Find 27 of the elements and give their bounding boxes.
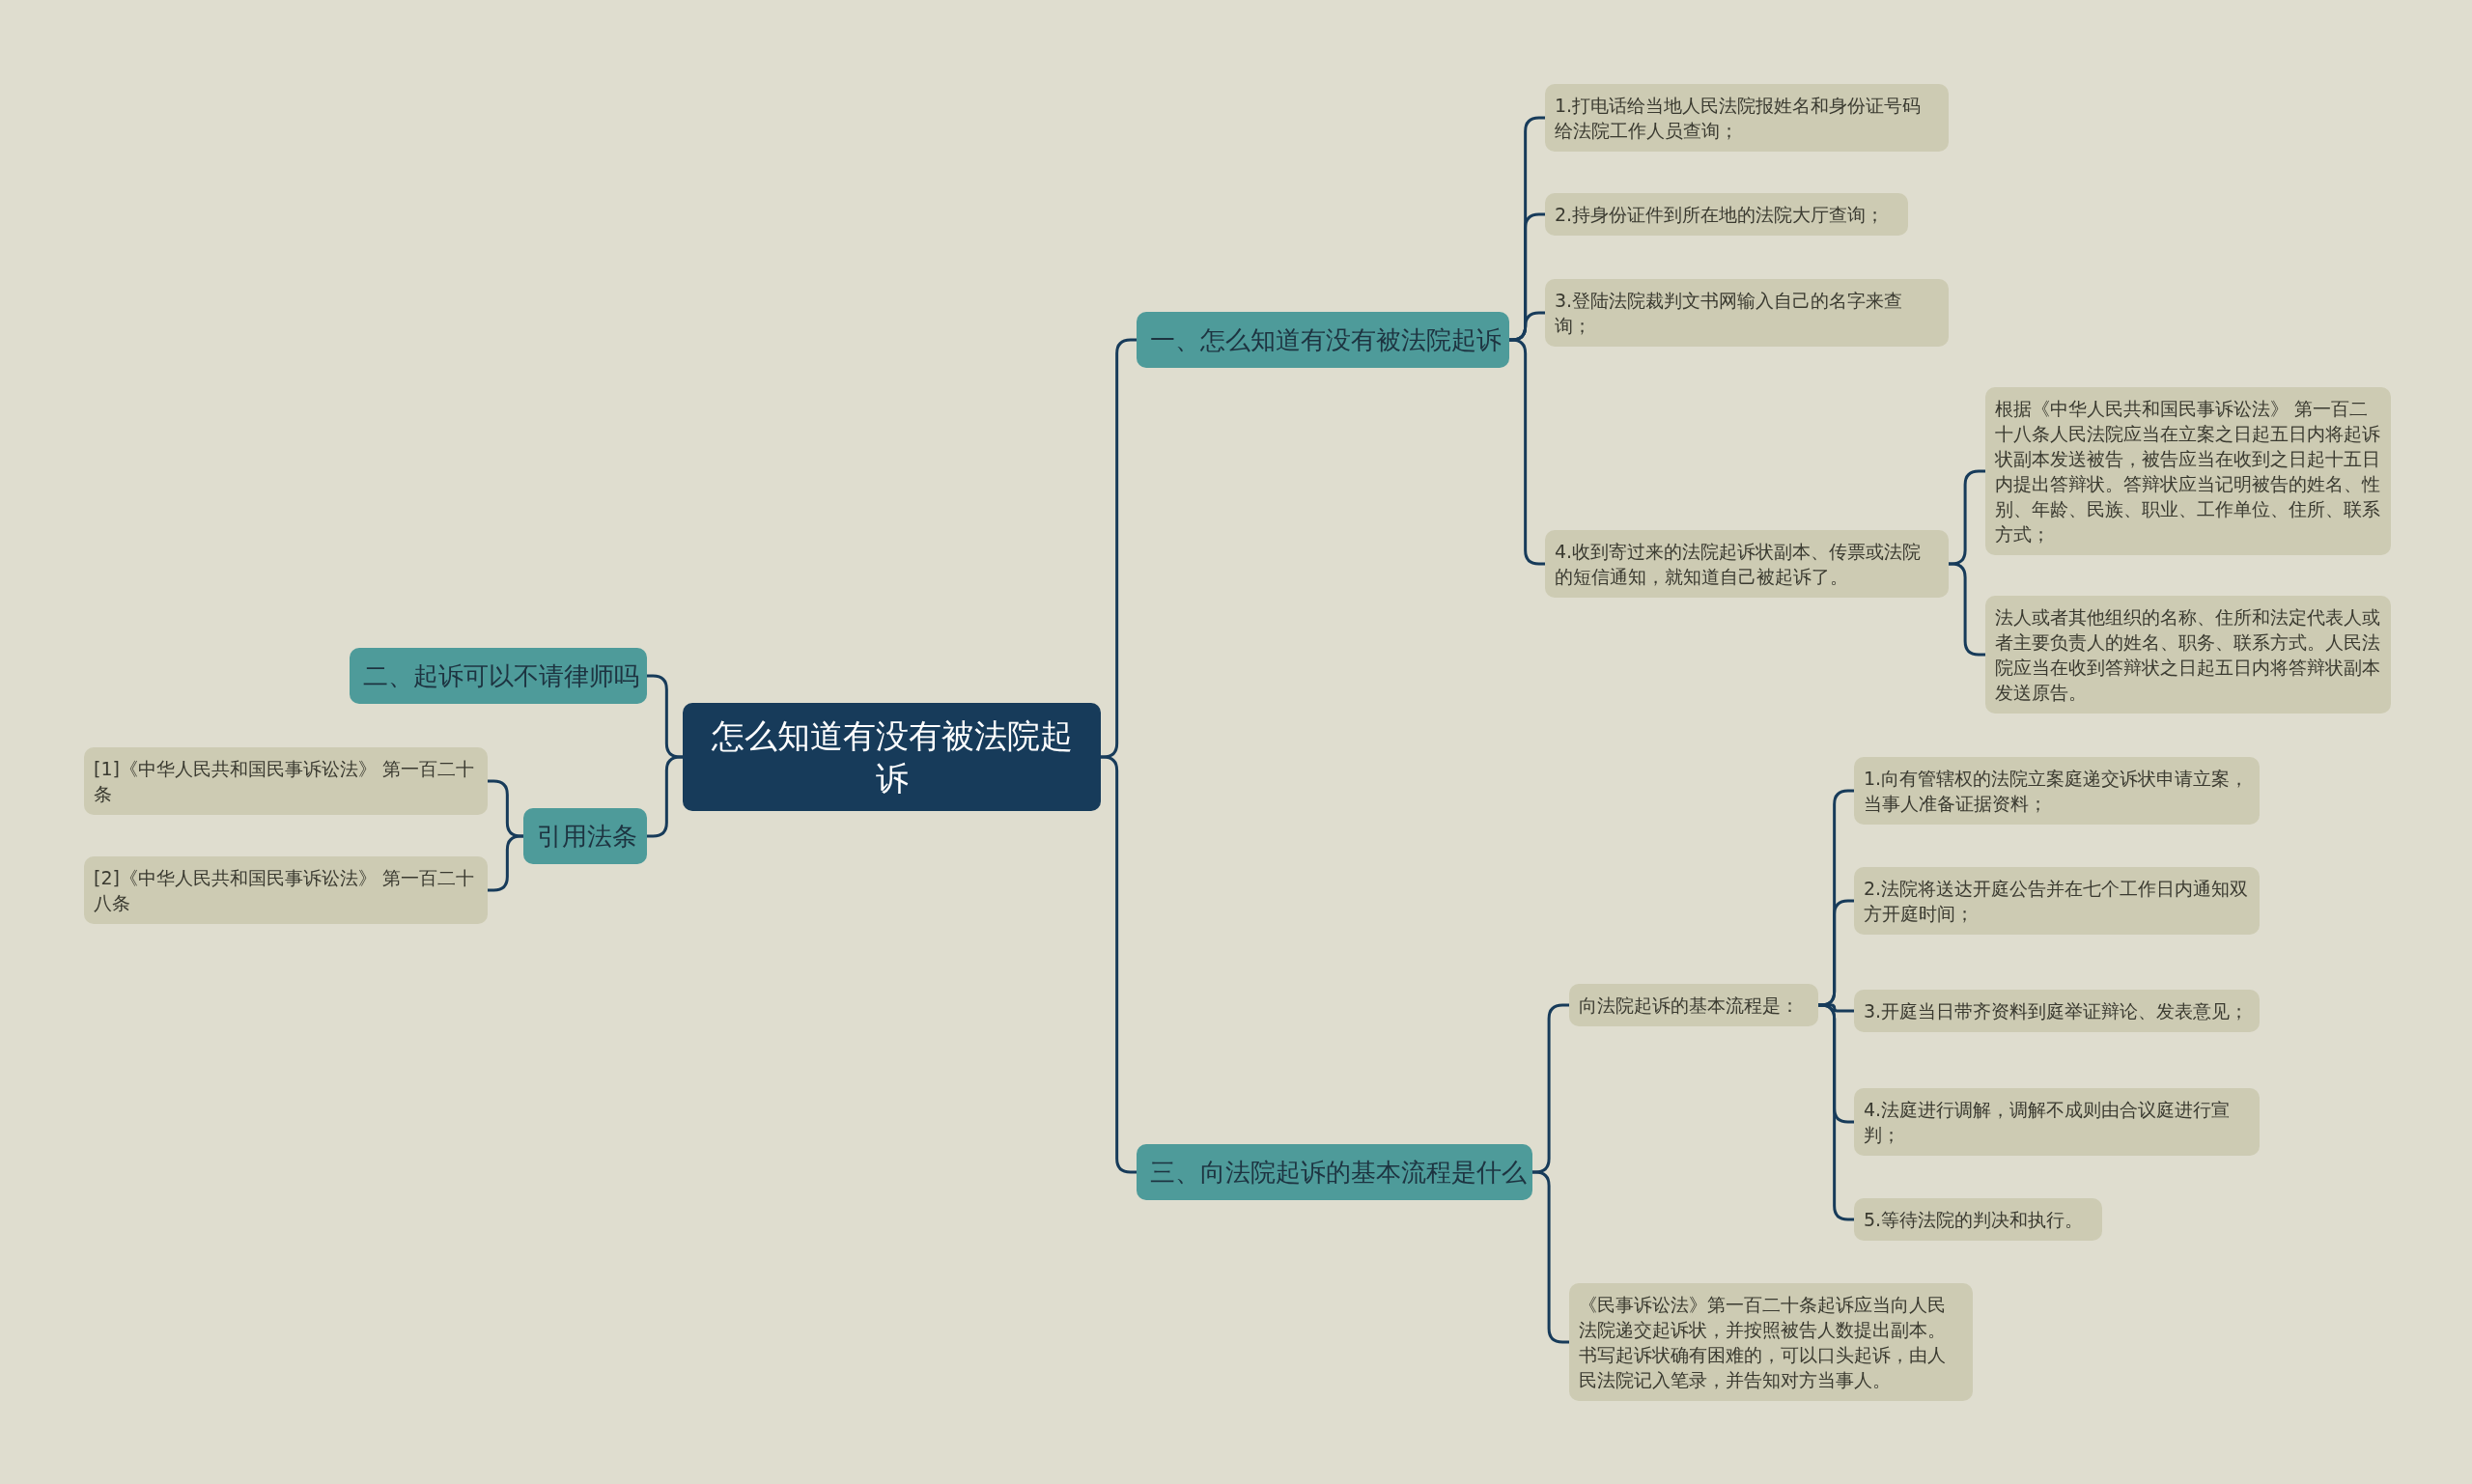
subtopic-box: 4.法庭进行调解，调解不成则由合议庭进行宣判； xyxy=(1854,1088,2260,1156)
connector-line xyxy=(1509,311,1545,342)
subtopic-box: 根据《中华人民共和国民事诉讼法》 第一百二十八条人民法院应当在立案之日起五日内将起诉状副本发送被告，被告应当在收到之日起十五日内提出答辩状。答辩状应当记明被告的姓名、性别、年龄、民族、职业、工作单位、住所、联系方式； xyxy=(1985,387,2391,555)
subtopic-box: 3.登陆法院裁判文书网输入自己的名字来查询； xyxy=(1545,279,1949,347)
topic-box: 二、起诉可以不请律师吗 xyxy=(350,648,647,704)
connector-line xyxy=(1818,899,1854,1007)
topic-box: 引用法条 xyxy=(523,808,647,864)
topic-box: 三、向法院起诉的基本流程是什么 xyxy=(1137,1144,1532,1200)
subtopic-box: 法人或者其他组织的名称、住所和法定代表人或者主要负责人的姓名、职务、联系方式。人民法院应当在收到答辩状之日起五日内将答辩状副本发送原告。 xyxy=(1985,596,2391,714)
subtopic-box: 5.等待法院的判决和执行。 xyxy=(1854,1198,2102,1241)
subtopic-box: [2]《中华人民共和国民事诉讼法》 第一百二十八条 xyxy=(84,856,488,924)
connector-line xyxy=(1100,755,1137,1174)
subtopic-box: 向法院起诉的基本流程是： xyxy=(1569,984,1818,1026)
topic-box: 一、怎么知道有没有被法院起诉 xyxy=(1137,312,1509,368)
subtopic-box: 4.收到寄过来的法院起诉状副本、传票或法院的短信通知，就知道自己被起诉了。 xyxy=(1545,530,1949,598)
connector-line xyxy=(1818,1003,1854,1221)
subtopic-box: 3.开庭当日带齐资料到庭举证辩论、发表意见； xyxy=(1854,990,2260,1032)
central-topic-box: 怎么知道有没有被法院起诉 xyxy=(683,703,1101,811)
subtopic-box: 1.向有管辖权的法院立案庭递交诉状申请立案，当事人准备证据资料； xyxy=(1854,757,2260,825)
subtopic-box: 《民事诉讼法》第一百二十条起诉应当向人民法院递交起诉状，并按照被告人数提出副本。书写起诉状确有困难的，可以口头起诉，由人民法院记入笔录，并告知对方当事人。 xyxy=(1569,1283,1973,1401)
subtopic-box: 1.打电话给当地人民法院报姓名和身份证号码给法院工作人员查询； xyxy=(1545,84,1949,152)
subtopic-box: 2.持身份证件到所在地的法院大厅查询； xyxy=(1545,193,1908,236)
connector-line xyxy=(1509,338,1545,566)
subtopic-box: [1]《中华人民共和国民事诉讼法》 第一百二十条 xyxy=(84,747,488,815)
subtopic-box: 2.法院将送达开庭公告并在七个工作日内通知双方开庭时间； xyxy=(1854,867,2260,935)
connector-line xyxy=(647,755,683,838)
connector-line xyxy=(647,674,683,759)
